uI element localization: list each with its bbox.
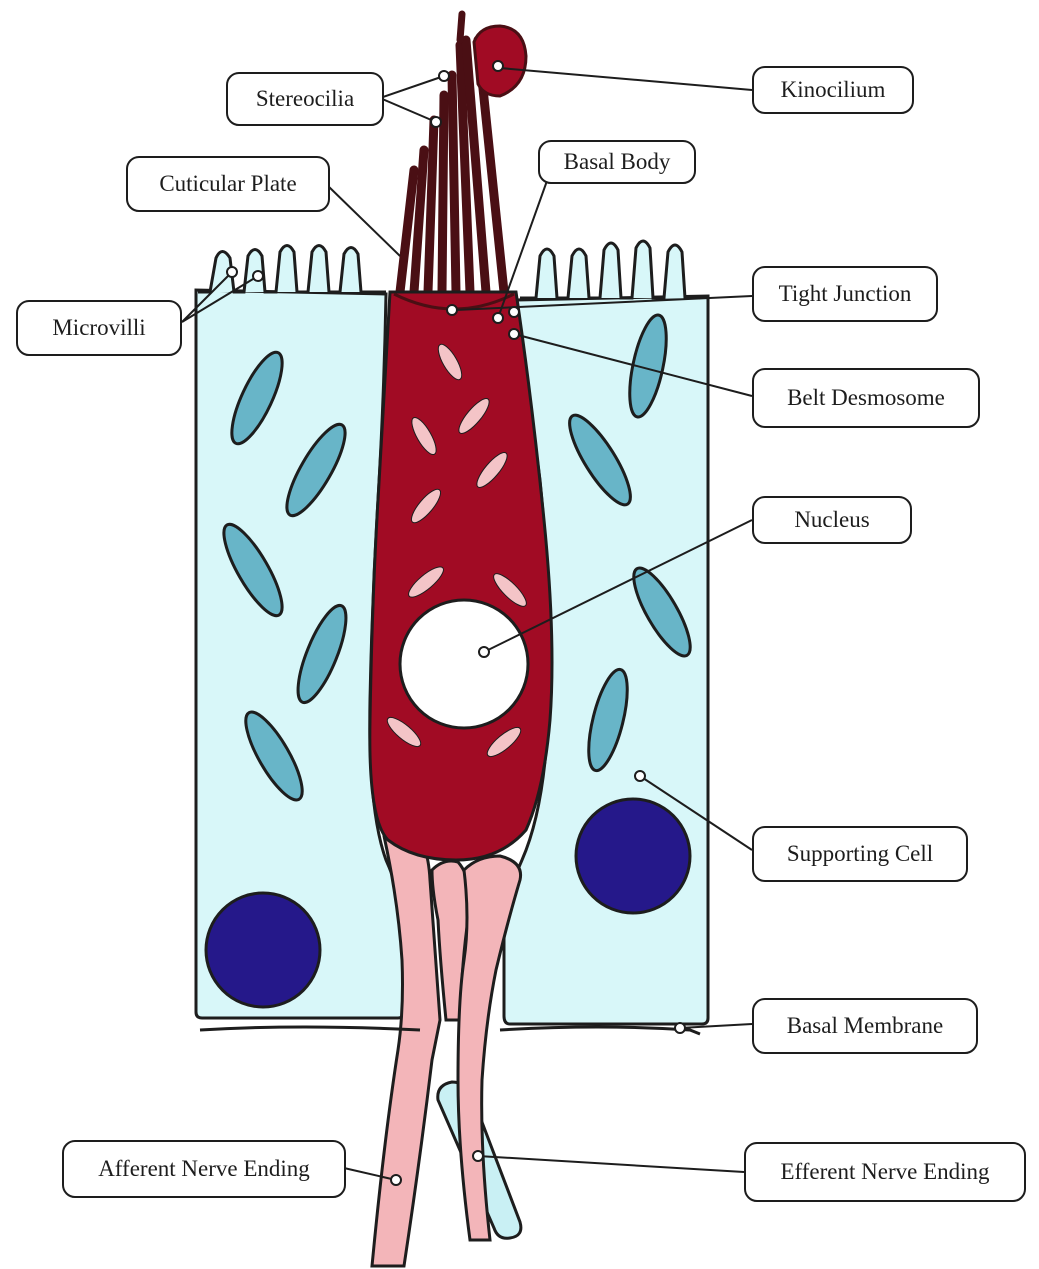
label-tight-junction: Tight Junction	[752, 266, 938, 322]
label-afferent-nerve-ending: Afferent Nerve Ending	[62, 1140, 346, 1198]
label-stereocilia: Stereocilia	[226, 72, 384, 126]
label-belt-desmosome: Belt Desmosome	[752, 368, 980, 428]
right-microvilli	[520, 241, 700, 298]
label-efferent-nerve-ending: Efferent Nerve Ending	[744, 1142, 1026, 1202]
label-basal-body: Basal Body	[538, 140, 696, 184]
label-nucleus: Nucleus	[752, 496, 912, 544]
left-supporting-nucleus	[206, 893, 320, 1007]
basal-membrane	[200, 1027, 700, 1034]
label-kinocilium: Kinocilium	[752, 66, 914, 114]
label-microvilli: Microvilli	[16, 300, 182, 356]
label-supporting-cell: Supporting Cell	[752, 826, 968, 882]
hair-cell-nucleus	[400, 600, 528, 728]
label-basal-membrane: Basal Membrane	[752, 998, 978, 1054]
label-cuticular-plate: Cuticular Plate	[126, 156, 330, 212]
left-microvilli	[198, 246, 386, 293]
right-supporting-nucleus	[576, 799, 690, 913]
